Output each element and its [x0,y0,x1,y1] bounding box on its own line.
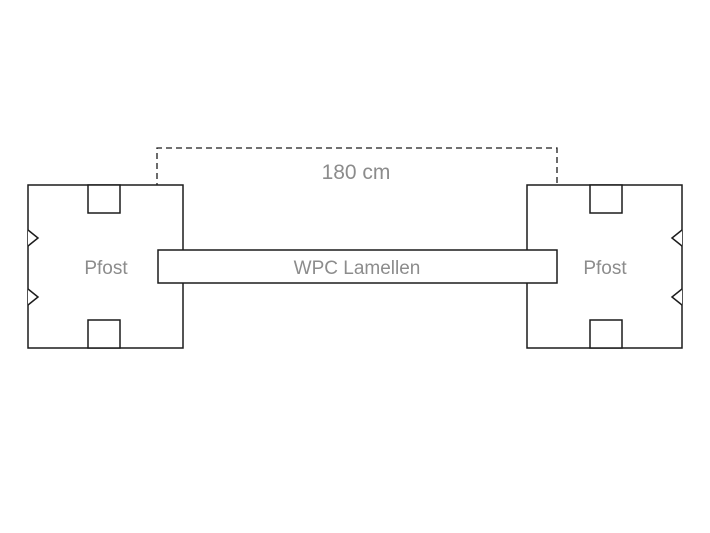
left-post-top-groove [87,184,121,214]
right-post-side-notch-upper [670,229,683,247]
left-post-label: Pfost [84,258,128,279]
wpc-rail-outline [157,249,558,284]
left-post-side-notch-lower [27,288,40,306]
wpc-rail-label: WPC Lamellen [294,258,421,279]
left-post-side-notch-upper [27,229,40,247]
right-post-top-groove [589,184,623,214]
wpc-rail: WPC Lamellen [157,249,558,284]
right-post-bottom-groove [589,319,623,349]
right-post [526,184,683,349]
left-post-bottom-groove [87,319,121,349]
right-post-side-notch-lower [670,288,683,306]
right-post-label: Pfost [583,258,627,279]
dimension-label: 180 cm [322,161,391,184]
left-post [27,184,184,349]
